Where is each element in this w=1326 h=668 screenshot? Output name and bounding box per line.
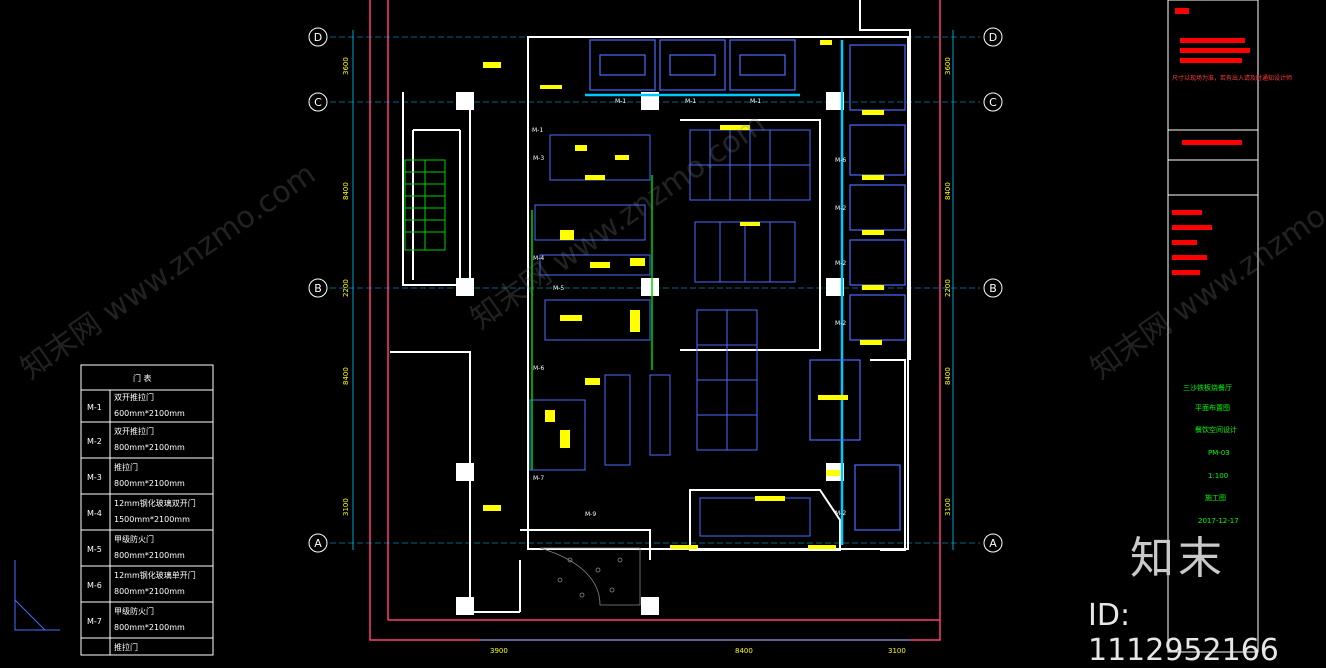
door-tag: M-2 [835, 320, 846, 327]
dim-right: 3600 [944, 57, 952, 75]
door-tag: M-1 [615, 98, 626, 105]
dim-left: 3100 [342, 498, 350, 516]
door-size: 800mm*2100mm [114, 587, 185, 596]
door-size: 600mm*2100mm [114, 409, 185, 418]
door-code: M-4 [87, 509, 102, 518]
door-tag: M-5 [553, 285, 564, 292]
door-size: 1500mm*2100mm [114, 515, 190, 524]
title-block-note: 尺寸以现场为准，若有出入请及时通知设计师 [1172, 74, 1292, 82]
door-name: 双开推拉门 [114, 392, 154, 402]
door-code: M-7 [87, 617, 102, 626]
door-code: M-3 [87, 473, 102, 482]
dimension-lines [352, 30, 954, 641]
dim-bottom: 3900 [490, 647, 508, 655]
title-block-date: 2017-12-17 [1198, 517, 1239, 525]
dining-tables [689, 129, 811, 537]
dim-bottom: 8400 [735, 647, 753, 655]
title-block-drawing-name: 平面布置图 [1195, 403, 1230, 412]
booths-right [809, 44, 906, 531]
door-size: 800mm*2100mm [114, 551, 185, 560]
title-block-sheet-no: PM-03 [1208, 449, 1230, 457]
door-name: 12mm钢化玻璃单开门 [114, 570, 196, 580]
title-block-project: 三沙铁板烧餐厅 [1183, 383, 1232, 392]
columns [456, 92, 844, 615]
planting-area [539, 547, 641, 606]
grid-label-d: D [314, 31, 322, 44]
door-tag: M-4 [533, 255, 544, 262]
door-name: 推拉门 [114, 642, 138, 652]
door-tag: M-9 [585, 511, 596, 518]
door-tag: M-6 [835, 157, 846, 164]
grid-label-d-right: D [989, 31, 997, 44]
title-block-redlines [1172, 8, 1250, 275]
door-tag: M-2 [835, 205, 846, 212]
grid-label-a-right: A [989, 537, 997, 550]
north-arrow-icon [14, 560, 60, 631]
annotation-marks [483, 40, 884, 549]
grid-bubbles [308, 27, 1003, 553]
door-code: M-2 [87, 437, 102, 446]
title-block-designer: 餐饮空间设计 [1195, 425, 1237, 434]
dim-left: 8400 [342, 367, 350, 385]
door-size: 800mm*2100mm [114, 443, 185, 452]
door-schedule-texts: 门 表 M-1 双开推拉门 600mm*2100mm M-2 双开推拉门 800… [87, 373, 196, 652]
door-tag: M-1 [532, 127, 543, 134]
door-name: 12mm钢化玻璃双开门 [114, 498, 196, 508]
dim-left: 8400 [342, 182, 350, 200]
resource-id-label: ID: 1112952166 [1088, 598, 1279, 668]
grid-label-c: C [314, 96, 322, 109]
cyan-partitions [585, 40, 844, 545]
door-size: 800mm*2100mm [114, 479, 185, 488]
door-code: M-6 [87, 581, 102, 590]
kitchen-fixtures [529, 134, 671, 471]
door-code: M-5 [87, 545, 102, 554]
dim-right: 3100 [944, 498, 952, 516]
dim-bottom: 3100 [888, 647, 906, 655]
title-block-texts: 尺寸以现场为准，若有出入请及时通知设计师 三沙铁板烧餐厅 平面布置图 餐饮空间设… [1172, 74, 1292, 525]
dim-left: 3600 [342, 57, 350, 75]
door-code: M-1 [87, 403, 102, 412]
door-size: 800mm*2100mm [114, 623, 185, 632]
watermarks: 知末网 www.znzmo.com 知末网 www.znzmo.com 知末网 … [15, 107, 1326, 387]
title-block-stage: 施工图 [1205, 493, 1226, 502]
door-tag: M-1 [750, 98, 761, 105]
grid-labels: D C B A D C B A [314, 31, 997, 550]
grid-label-b: B [314, 282, 322, 295]
grid-label-c-right: C [989, 96, 997, 109]
grid-label-a: A [314, 537, 322, 550]
dim-left: 2200 [342, 279, 350, 297]
brand-logo-text: 知末 [1130, 533, 1226, 584]
door-name: 双开推拉门 [114, 426, 154, 436]
stairwell [404, 159, 446, 251]
watermark-text: 知末网 www.znzmo.com [1085, 157, 1326, 387]
door-name: 甲级防火门 [114, 534, 154, 544]
grid-label-b-right: B [989, 282, 997, 295]
door-tag: M-6 [533, 365, 544, 372]
walls [390, 0, 911, 613]
private-rooms-top [589, 39, 796, 91]
door-tag: M-1 [685, 98, 696, 105]
door-tag: M-7 [533, 475, 544, 482]
door-name: 甲级防火门 [114, 606, 154, 616]
dim-right: 8400 [944, 367, 952, 385]
dimension-texts: 3600 8400 2200 8400 3100 3600 8400 2200 … [342, 57, 952, 655]
door-schedule-title: 门 表 [133, 373, 152, 383]
door-tags: M-1 M-1 M-1 M-1 M-2 M-2 M-2 M-2 M-3 M-4 … [532, 98, 846, 518]
dim-right: 2200 [944, 279, 952, 297]
door-name: 推拉门 [114, 462, 138, 472]
title-block-scale: 1:100 [1208, 472, 1228, 480]
door-schedule-frame [80, 364, 214, 656]
door-tag: M-2 [835, 510, 846, 517]
dim-right: 8400 [944, 182, 952, 200]
title-block-frame [1167, 0, 1259, 653]
watermark-text: 知末网 www.znzmo.com [15, 157, 323, 387]
door-tag: M-3 [533, 155, 544, 162]
door-tag: M-2 [835, 260, 846, 267]
green-pipes [531, 175, 653, 470]
